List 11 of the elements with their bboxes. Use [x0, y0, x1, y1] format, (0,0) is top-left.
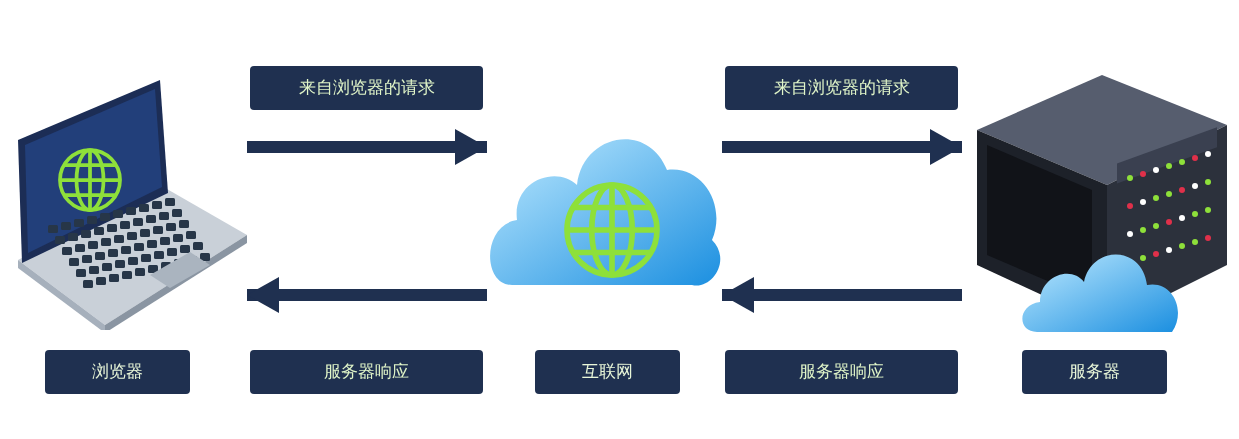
arrow	[722, 277, 962, 313]
arrow	[247, 277, 487, 313]
edge-label: 来自浏览器的请求	[725, 66, 958, 110]
edge-label: 服务器响应	[725, 350, 958, 394]
caption-label: 浏览器	[45, 350, 190, 394]
caption-label: 服务器	[1022, 350, 1167, 394]
caption-label: 互联网	[535, 350, 680, 394]
edge-label: 来自浏览器的请求	[250, 66, 483, 110]
edge-label: 服务器响应	[250, 350, 483, 394]
arrow	[247, 129, 487, 165]
arrow	[722, 129, 962, 165]
